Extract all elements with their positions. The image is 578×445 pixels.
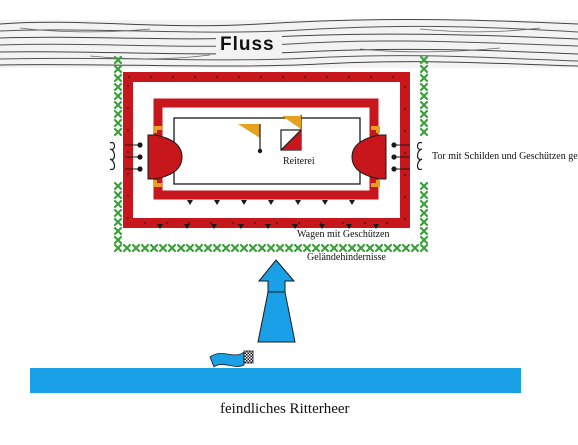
commander-flag-icon [238,124,263,154]
river: Fluss [0,19,578,68]
left-gate-shield-icon [109,141,143,172]
enemy-army-bar [30,368,521,393]
right-gate [351,126,423,187]
river-label: Fluss [220,34,275,55]
attack-arrow-icon [257,259,296,343]
left-gate [109,126,183,187]
gate-label: Tor mit Schilden und Geschützen gesicher… [432,151,578,162]
wagon-guns [157,200,379,229]
inner-camp-frame [173,117,361,185]
enemy-banner-icon [209,350,254,368]
right-gate-shield-icon [391,141,423,172]
inner-wagon-ring [153,98,379,200]
outer-wagon-ring [123,72,410,228]
enemy-label: feindliches Ritterheer [220,401,350,417]
terrain-obstacles [113,55,429,253]
cavalry-symbol-icon: Reiterei [280,115,315,167]
obstacles-label: Geländehindernisse [307,252,386,263]
cavalry-label: Reiterei [283,156,315,167]
wagons-label: Wagen mit Geschützen [297,229,390,240]
